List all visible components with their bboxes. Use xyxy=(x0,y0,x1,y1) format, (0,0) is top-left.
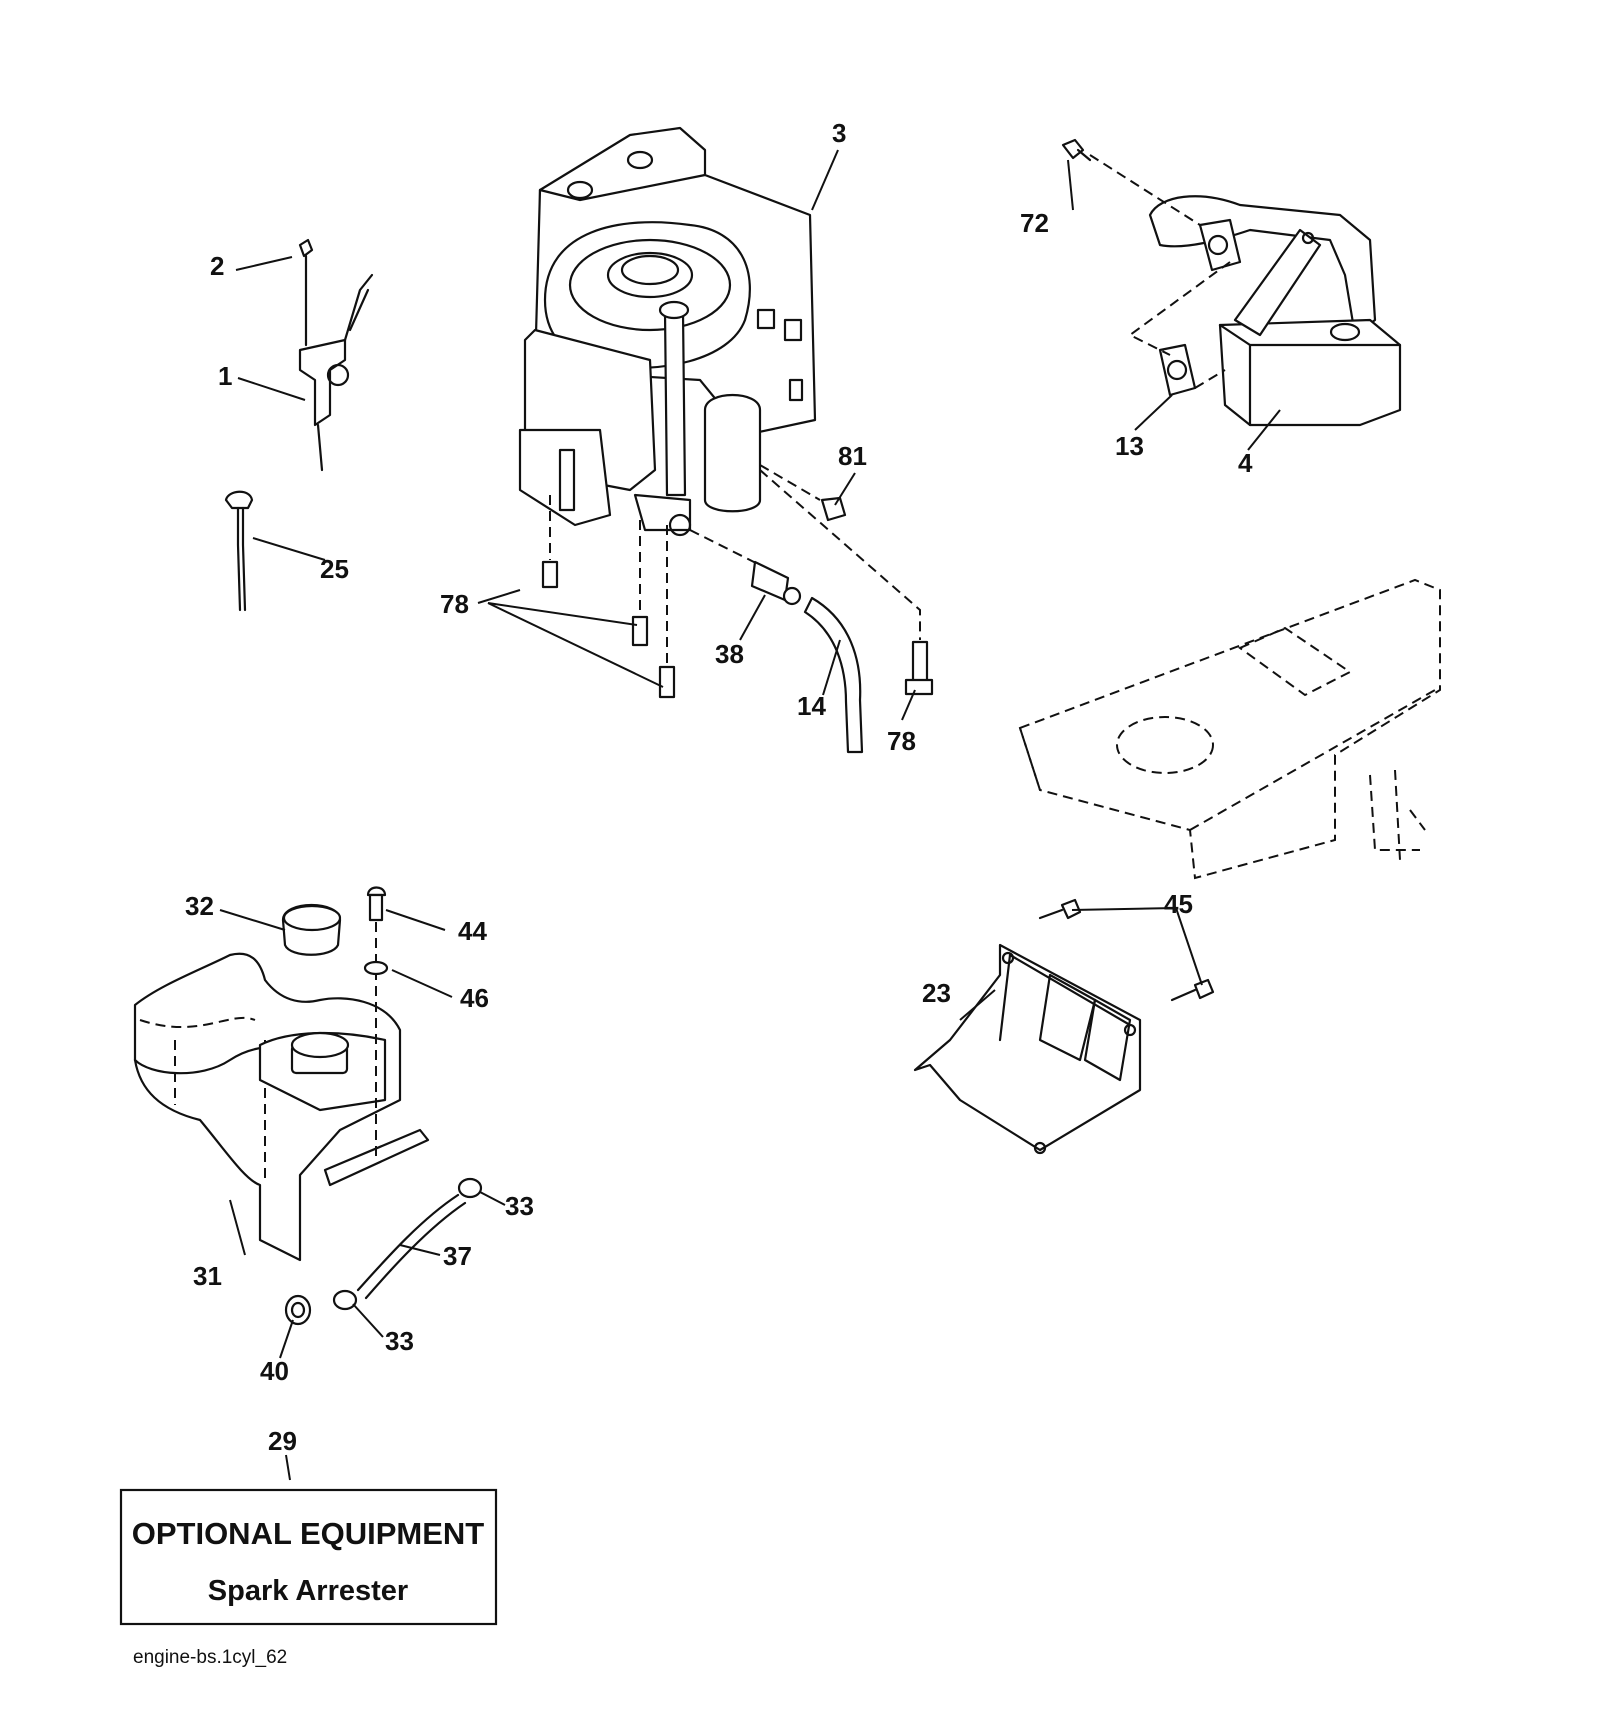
callout-33-upper: 33 xyxy=(505,1191,534,1221)
shield-part xyxy=(913,898,1215,1155)
callout-33-lower: 33 xyxy=(385,1326,414,1356)
callout-37: 37 xyxy=(443,1241,472,1271)
callout-25: 25 xyxy=(320,554,349,584)
muffler-part xyxy=(1061,138,1402,427)
callout-32: 32 xyxy=(185,891,214,921)
optional-equipment-title: OPTIONAL EQUIPMENT xyxy=(132,1516,485,1551)
callout-44: 44 xyxy=(458,916,487,946)
engine-bolt-part xyxy=(541,464,934,754)
leader-lines xyxy=(219,149,1281,1481)
throttle-control-part xyxy=(224,238,374,612)
callout-81: 81 xyxy=(838,441,867,471)
callout-78-group: 78 xyxy=(440,589,469,619)
callout-labels: 2 1 3 4 13 72 25 78 38 14 78 81 45 23 32… xyxy=(185,118,1253,1386)
optional-equipment-box: 29 OPTIONAL EQUIPMENT Spark Arrester xyxy=(119,1426,498,1626)
callout-46: 46 xyxy=(460,983,489,1013)
callout-31: 31 xyxy=(193,1261,222,1291)
callout-29: 29 xyxy=(268,1426,297,1456)
engine-part xyxy=(518,126,817,537)
diagram-id: engine-bs.1cyl_62 xyxy=(133,1647,287,1668)
callout-40: 40 xyxy=(260,1356,289,1386)
callout-45: 45 xyxy=(1164,889,1193,919)
callout-2: 2 xyxy=(210,251,224,281)
callout-13: 13 xyxy=(1115,431,1144,461)
chassis-outline xyxy=(1018,578,1441,880)
callout-14: 14 xyxy=(797,691,826,721)
callout-1: 1 xyxy=(218,361,232,391)
fuel-tank-part xyxy=(133,886,483,1326)
callout-38: 38 xyxy=(715,639,744,669)
callout-78-single: 78 xyxy=(887,726,916,756)
callout-4: 4 xyxy=(1238,448,1253,478)
callout-3: 3 xyxy=(832,118,846,148)
spark-arrester-label: Spark Arrester xyxy=(208,1575,408,1607)
callout-72: 72 xyxy=(1020,208,1049,238)
callout-23: 23 xyxy=(922,978,951,1008)
